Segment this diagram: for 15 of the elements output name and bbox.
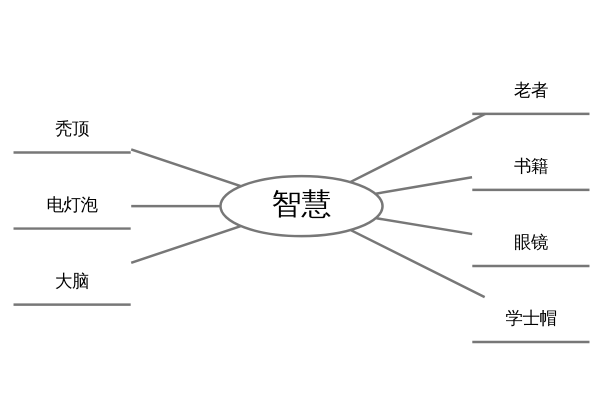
- connector: [350, 112, 486, 183]
- node-text: 学士帽: [505, 308, 556, 329]
- node-text: 大脑: [55, 271, 90, 292]
- node-text: 老者: [514, 80, 548, 101]
- node-text: 眼镜: [514, 232, 548, 253]
- node-text: 书籍: [514, 156, 548, 177]
- connector: [350, 228, 486, 298]
- connector: [130, 148, 241, 187]
- connector: [375, 176, 472, 194]
- connector: [131, 204, 220, 207]
- node-ellipse: 智慧: [219, 174, 384, 237]
- connector: [376, 216, 472, 235]
- connector: [130, 224, 241, 264]
- node-text: 秃顶: [55, 119, 90, 140]
- node-text: 电灯泡: [46, 195, 98, 216]
